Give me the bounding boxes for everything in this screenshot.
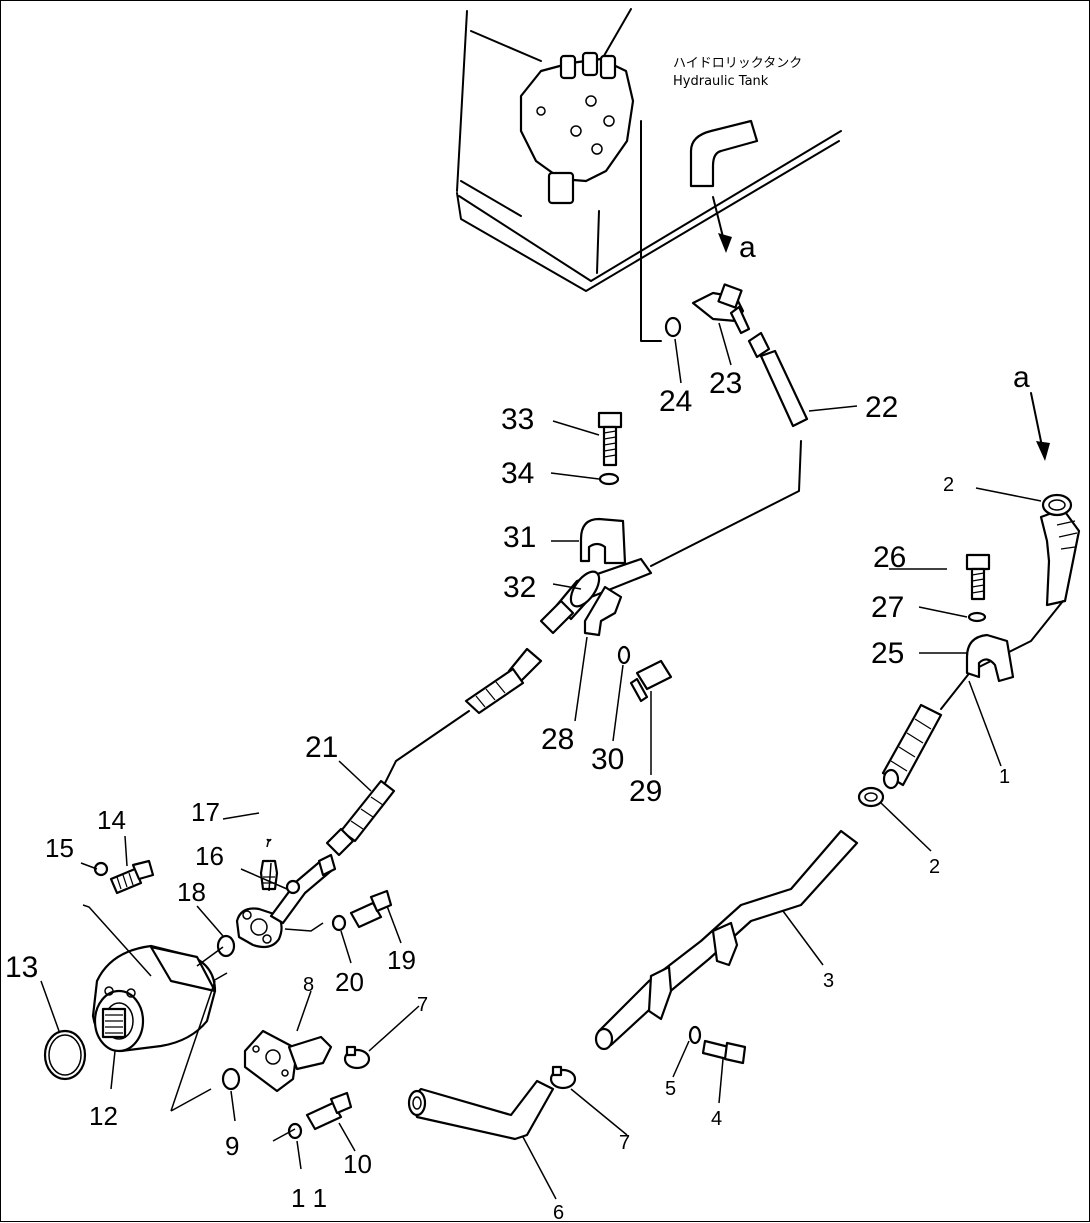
o-ring-9	[221, 1067, 241, 1091]
pump-12	[91, 944, 217, 1053]
hose-22	[650, 331, 809, 567]
hose-6	[407, 1079, 555, 1141]
callout-29: 29	[629, 775, 662, 808]
washer-30	[617, 645, 631, 665]
callout-23: 23	[709, 367, 742, 400]
bolt-33	[597, 411, 623, 467]
callout-15: 15	[45, 833, 74, 863]
clamp-31	[579, 517, 627, 565]
callout-30: 30	[591, 743, 624, 776]
washer-27	[967, 611, 987, 623]
bolt-4	[701, 1039, 747, 1065]
callout-4: 4	[711, 1108, 722, 1130]
callout-2a: 2	[943, 474, 954, 496]
callout-28: 28	[541, 723, 574, 756]
washer-5	[688, 1025, 702, 1045]
callout-33: 33	[501, 403, 534, 436]
callout-27: 27	[871, 591, 904, 624]
tube-3	[594, 829, 859, 1051]
flange-pipe-16	[235, 853, 337, 949]
callout-1: 1	[999, 766, 1010, 788]
bolt-26	[965, 553, 991, 601]
callout-20: 20	[335, 967, 364, 997]
bracket-28	[583, 585, 623, 637]
callout-17: 17	[191, 797, 220, 827]
view-marker-right: a	[1013, 361, 1030, 394]
callout-22: 22	[865, 391, 898, 424]
callout-24: 24	[659, 385, 692, 418]
callout-7a: 7	[417, 994, 428, 1016]
callout-9: 9	[225, 1131, 239, 1161]
tank-label-jp: ハイドロリックタンク	[673, 56, 802, 71]
callout-2b: 2	[929, 856, 940, 878]
bolt-19	[349, 889, 393, 929]
o-ring-18	[216, 934, 236, 958]
callout-14: 14	[97, 805, 126, 835]
hose-clamp-2a	[1041, 493, 1073, 517]
callout-6: 6	[553, 1202, 564, 1223]
leader-lines	[40, 322, 1042, 1200]
elbow-23	[691, 283, 751, 335]
bolt-29	[629, 659, 673, 703]
callout-11: 1 1	[291, 1183, 327, 1213]
clamp-25	[965, 633, 1015, 683]
callout-7b: 7	[619, 1132, 630, 1154]
callout-12: 12	[89, 1101, 118, 1131]
washer-34	[598, 472, 620, 486]
callout-19: 19	[387, 945, 416, 975]
callout-21: 21	[305, 731, 338, 764]
view-marker-tank: a	[739, 231, 756, 264]
callout-16: 16	[195, 841, 224, 871]
callout-18: 18	[177, 877, 206, 907]
callout-31: 31	[503, 521, 536, 554]
washer-11	[287, 1122, 303, 1140]
hose-clamp-7a	[343, 1045, 371, 1070]
o-ring-13	[43, 1029, 87, 1081]
callout-34: 34	[501, 457, 534, 490]
o-ring-24	[664, 316, 682, 338]
callout-26: 26	[873, 541, 906, 574]
callout-10: 10	[343, 1149, 372, 1179]
washer-20	[331, 914, 347, 932]
hose-clamp-7b	[549, 1065, 577, 1090]
callout-25: 25	[871, 637, 904, 670]
callout-5: 5	[665, 1078, 676, 1100]
callout-3: 3	[823, 970, 834, 992]
callout-13: 13	[5, 951, 38, 984]
flange-elbow-8	[243, 1029, 333, 1093]
fitting-17	[259, 859, 279, 891]
hydraulic-tank	[456, 8, 842, 342]
callout-8: 8	[303, 974, 314, 996]
bolt-14	[109, 859, 155, 895]
hose-clamp-2b	[857, 786, 885, 808]
callout-32: 32	[503, 571, 536, 604]
bolt-10	[305, 1091, 353, 1131]
tank-label-en: Hydraulic Tank	[673, 74, 769, 89]
